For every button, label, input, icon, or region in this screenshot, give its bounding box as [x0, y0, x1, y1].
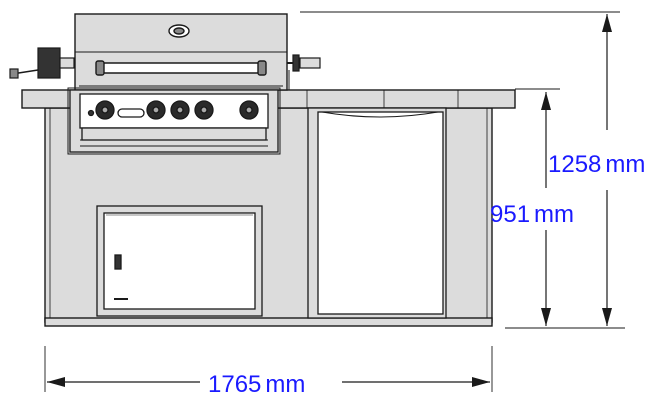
- rotisserie-motor: [9, 47, 75, 79]
- burner-knob: [239, 100, 259, 120]
- grill-lid: [74, 13, 288, 91]
- burner-knob: [95, 100, 115, 120]
- dimension-lines: [44, 11, 625, 392]
- lid-handle: [99, 62, 263, 74]
- access-door: [96, 205, 263, 317]
- logo-plate: [117, 108, 145, 118]
- door-latch-icon: [114, 254, 122, 270]
- rotisserie-rod-end: [287, 54, 321, 90]
- control-panel: [67, 87, 281, 155]
- ignition-button: [87, 109, 95, 117]
- burner-knob: [194, 100, 214, 120]
- burner-knob: [146, 100, 166, 120]
- burner-knob: [170, 100, 190, 120]
- island-plinth: [44, 317, 493, 327]
- refrigerator: [307, 107, 447, 319]
- fridge-handle: [321, 111, 439, 118]
